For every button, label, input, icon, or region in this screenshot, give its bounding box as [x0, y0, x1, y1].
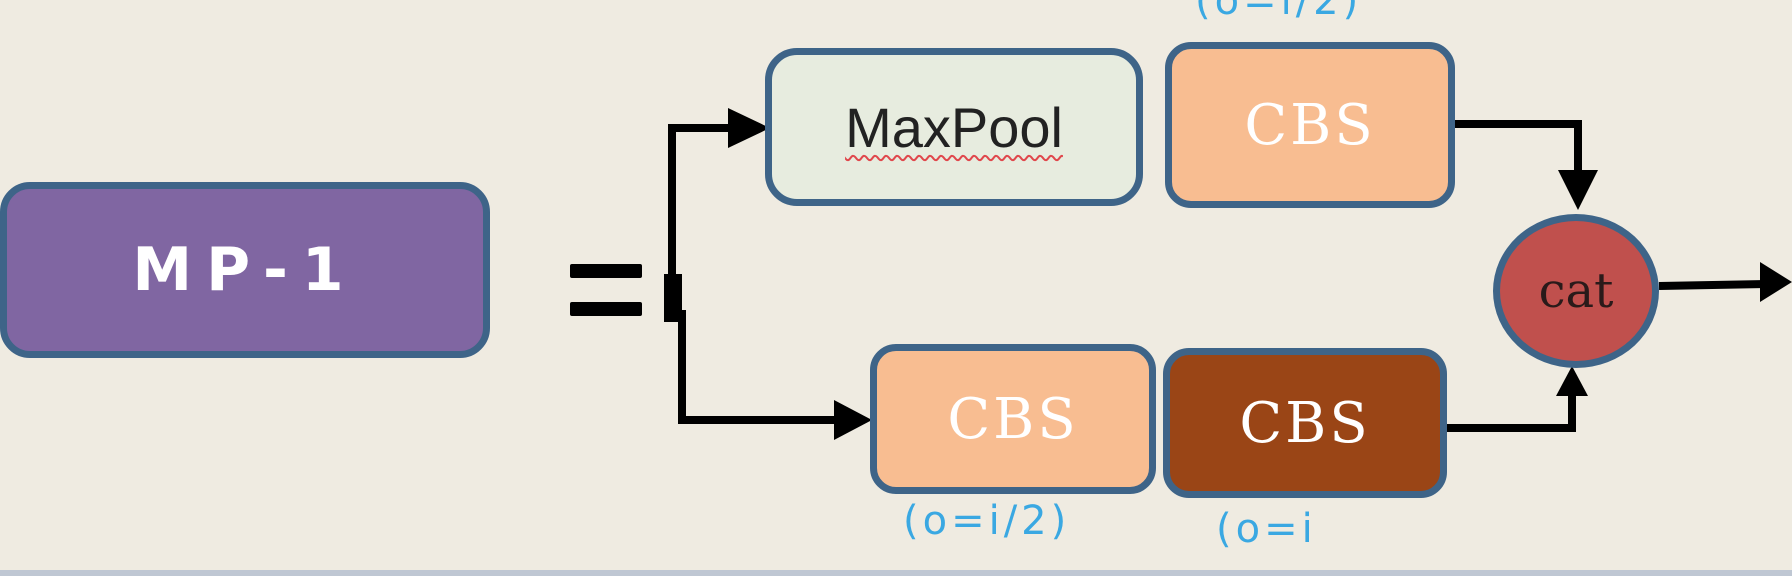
mp1-module-box: MP-1 [0, 182, 490, 358]
equals-sign [570, 264, 642, 318]
arrow-split-to-cbs-bottom-first [678, 310, 842, 424]
arrowhead-maxpool [728, 108, 770, 148]
cbs-bottom-second-annotation: (o=i [1216, 506, 1317, 552]
arrow-cat-to-output [1658, 280, 1767, 290]
cbs-bottom-first-box: CBS [870, 344, 1156, 494]
arrowhead-cat-bottom [1556, 366, 1588, 396]
cbs-top-annotation: (o=i/2) [1195, 0, 1363, 24]
equals-bar-bottom [570, 302, 642, 316]
cbs-top-label: CBS [1244, 92, 1376, 158]
maxpool-label: MaxPool [845, 95, 1063, 159]
arrow-split-to-maxpool [668, 124, 734, 320]
equals-bar-top [570, 264, 642, 278]
cbs-top-box: CBS [1165, 42, 1455, 208]
cbs-bottom-second-box: CBS [1163, 348, 1447, 498]
mp1-module-label: MP-1 [132, 235, 358, 305]
maxpool-box: MaxPool [765, 48, 1143, 206]
arrow-cbs-bottom-second-to-cat [1447, 390, 1576, 432]
arrowhead-cat-top [1558, 170, 1598, 210]
arrowhead-output [1760, 262, 1792, 302]
arrow-cbs-top-to-cat [1455, 120, 1582, 176]
cbs-bottom-first-annotation: (o=i/2) [903, 498, 1071, 544]
cbs-bottom-first-label: CBS [947, 386, 1079, 452]
concat-label: cat [1538, 263, 1614, 319]
arrowhead-cbs-bottom-first [834, 400, 872, 440]
concat-node: cat [1493, 214, 1659, 368]
cbs-bottom-second-label: CBS [1239, 390, 1371, 456]
bottom-frame-line [0, 570, 1792, 576]
